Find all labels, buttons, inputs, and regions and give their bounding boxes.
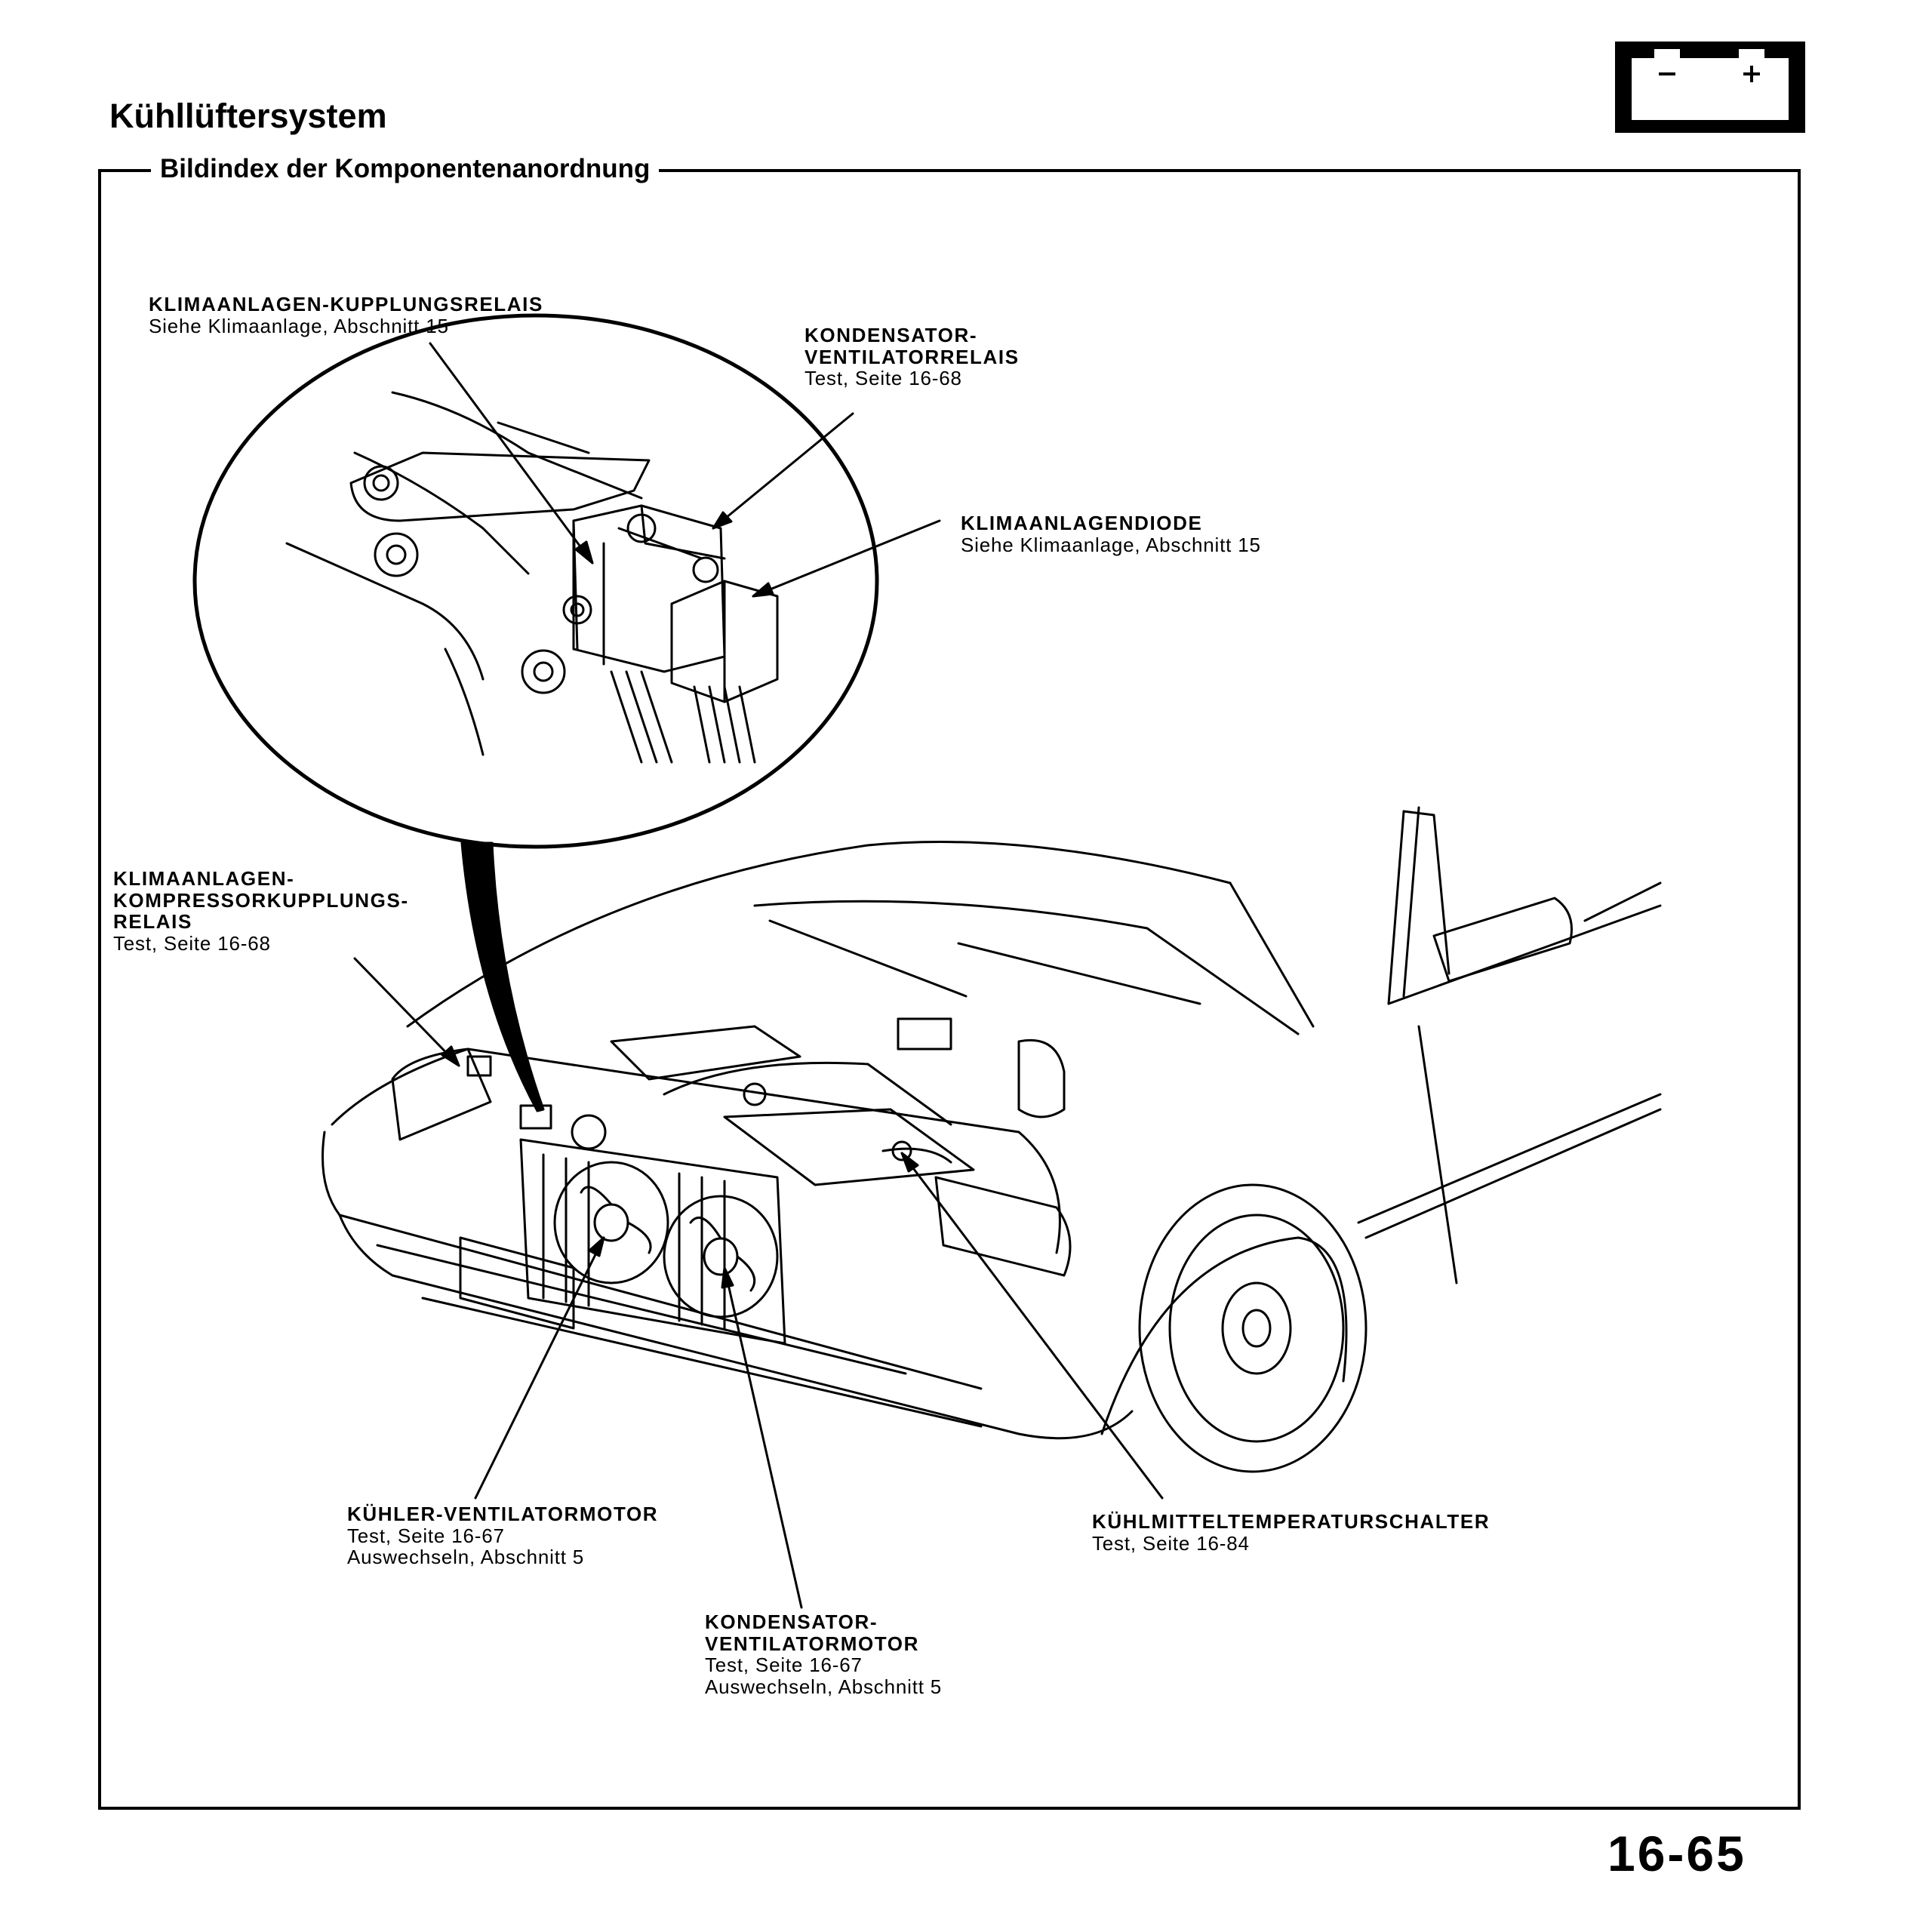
label-ref: Siehe Klimaanlage, Abschnitt 15 — [149, 314, 449, 337]
label-condenser-fan-relay: KONDENSATOR- VENTILATORRELAIS Test, Seit… — [804, 325, 1020, 389]
label-condenser-fan-motor: KONDENSATOR- VENTILATORMOTOR Test, Seite… — [705, 1611, 942, 1697]
label-ref: Siehe Klimaanlage, Abschnitt 15 — [961, 533, 1261, 556]
label-ac-diode: KLIMAANLAGENDIODE Siehe Klimaanlage, Abs… — [961, 512, 1261, 555]
label-ref: Auswechseln, Abschnitt 5 — [705, 1675, 943, 1698]
label-title: KONDENSATOR- — [804, 324, 978, 346]
page-title: Kühllüftersystem — [109, 97, 387, 135]
label-title: KOMPRESSORKUPPLUNGS- — [113, 888, 409, 912]
label-ref: Test, Seite 16-68 — [113, 931, 271, 955]
label-title: KLIMAANLAGENDIODE — [961, 512, 1203, 534]
label-title: KÜHLER-VENTILATORMOTOR — [347, 1503, 659, 1525]
page-number: 16-65 — [1607, 1826, 1746, 1881]
label-title: VENTILATORRELAIS — [804, 345, 1020, 368]
label-ref: Test, Seite 16-84 — [1092, 1531, 1250, 1555]
detail-view — [192, 313, 879, 849]
label-title: KÜHLMITTELTEMPERATURSCHALTER — [1092, 1510, 1491, 1533]
label-ac-clutch-relay: KLIMAANLAGEN-KUPPLUNGSRELAIS Siehe Klima… — [149, 294, 543, 337]
leader-lines — [353, 342, 1164, 1609]
label-ref: Test, Seite 16-68 — [804, 367, 962, 390]
section-title: Bildindex der Komponentenanordnung — [151, 154, 660, 184]
label-ref: Auswechseln, Abschnitt 5 — [347, 1546, 585, 1569]
label-title: KONDENSATOR- — [705, 1611, 878, 1633]
car-illustration — [321, 806, 1662, 1473]
label-title: KLIMAANLAGEN-KUPPLUNGSRELAIS — [149, 293, 543, 315]
label-title: RELAIS — [113, 910, 192, 934]
label-coolant-temp-switch: KÜHLMITTELTEMPERATURSCHALTER Test, Seite… — [1092, 1511, 1490, 1554]
battery-icon — [1615, 42, 1805, 133]
label-title: VENTILATORMOTOR — [705, 1632, 919, 1655]
label-title: KLIMAANLAGEN- — [113, 867, 295, 890]
label-radiator-fan-motor: KÜHLER-VENTILATORMOTOR Test, Seite 16-67… — [347, 1503, 658, 1568]
figure-frame — [98, 169, 1801, 1810]
label-ref: Test, Seite 16-67 — [705, 1654, 863, 1677]
label-compressor-clutch-relay: KLIMAANLAGEN- KOMPRESSORKUPPLUNGS- RELAI… — [113, 868, 409, 954]
label-ref: Test, Seite 16-67 — [347, 1524, 505, 1547]
